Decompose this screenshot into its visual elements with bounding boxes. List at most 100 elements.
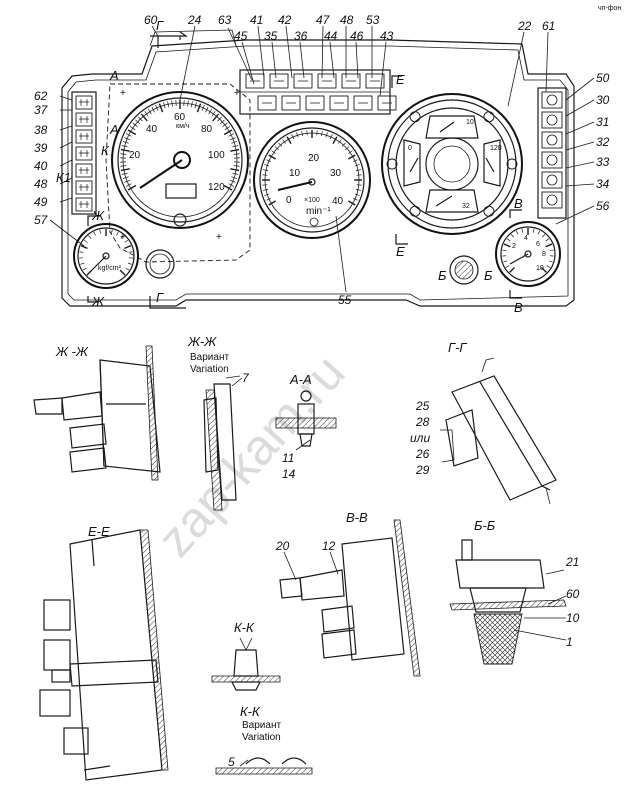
plus-mark: + <box>216 232 222 243</box>
callout-42: 42 <box>278 13 292 27</box>
section-title-e-e: Е-Е <box>88 524 110 539</box>
dial-tick <box>120 168 130 172</box>
lamp-symbol-icon <box>346 80 368 104</box>
combination-gauge: 10 32 120 0 <box>381 93 523 235</box>
dial-tick <box>348 200 356 206</box>
dial-tick <box>120 235 124 239</box>
speedo-hub <box>173 151 191 169</box>
dial-tick <box>356 184 362 186</box>
dial-tick <box>167 101 170 108</box>
callout-22: 22 <box>517 19 532 33</box>
blank-plug <box>145 249 175 279</box>
callout-20: 20 <box>275 539 290 553</box>
section-title-k-k: К-К <box>234 620 255 635</box>
section-k-k-variant <box>215 757 313 775</box>
indicator-lamp-icon <box>386 158 398 170</box>
watermark: zap-kam.ru <box>147 344 356 567</box>
left-lamp-column <box>71 91 97 215</box>
dial-tick <box>205 106 209 113</box>
dial-tick <box>263 169 269 171</box>
callout-62: 62 <box>34 89 48 103</box>
dial-tick <box>121 172 128 175</box>
dial-tick <box>93 231 96 236</box>
trip-reset-knob <box>173 213 187 227</box>
callout-61: 61 <box>542 19 555 33</box>
dial-tick <box>268 154 276 160</box>
dial-tick <box>282 139 286 144</box>
dial-tick <box>546 265 551 268</box>
dial-tick <box>124 137 131 141</box>
dial-tick <box>503 243 511 248</box>
warning-lamp-icon <box>75 197 93 212</box>
lamp-symbol-icon <box>546 114 558 126</box>
dial-tick <box>291 134 295 140</box>
callout-30: 30 <box>596 93 610 107</box>
callout-55: 55 <box>338 293 352 307</box>
odometer-window <box>165 183 197 199</box>
warning-lamp-icon <box>377 95 397 111</box>
mark-v-bottom: В <box>514 300 523 315</box>
dial-tick <box>352 197 358 201</box>
speedo-unit: км/ч <box>176 123 190 130</box>
indicator-lamp-icon <box>409 205 421 217</box>
mark-a-1: А <box>109 68 119 83</box>
dial-tick <box>232 172 239 175</box>
lamp-symbol-icon <box>79 201 89 208</box>
dial-tick <box>521 228 524 233</box>
rpg-tick-6: 6 <box>536 241 540 248</box>
dial-tick <box>263 189 269 191</box>
dial-tick <box>135 119 141 125</box>
section-title-zh-zh-variant: Ж-Ж <box>187 334 217 349</box>
dial-tick <box>233 153 240 155</box>
callout-31: 31 <box>596 115 609 129</box>
dial-tick <box>80 245 88 249</box>
callout-29: 29 <box>415 463 430 477</box>
warning-lamp-icon <box>293 73 313 89</box>
dial-tick <box>352 159 358 163</box>
mark-e-bottom: Е <box>396 244 405 259</box>
tach-tick-10: 10 <box>289 168 301 179</box>
warning-lamp-icon <box>75 95 93 110</box>
dial-tick <box>545 238 550 242</box>
callout-38: 38 <box>34 123 48 137</box>
callout-28: 28 <box>415 415 430 429</box>
section-k-k <box>211 637 281 691</box>
dial-tick <box>127 262 132 265</box>
plus-mark: + <box>234 88 240 99</box>
lamp-symbol-icon <box>370 80 392 104</box>
mark-g-bottom: Г <box>156 290 164 305</box>
section-zh-zh-variant <box>203 375 241 511</box>
dial-tick <box>228 183 235 187</box>
dial-tick <box>155 105 159 111</box>
dial-tick <box>306 130 308 136</box>
lamp-symbol-icon <box>546 154 558 166</box>
lamp-symbol-icon <box>79 99 89 106</box>
dial-tick <box>262 184 268 186</box>
dial-tick <box>268 200 276 206</box>
speedo-tick-20: 20 <box>129 150 141 161</box>
tach-tick-40: 40 <box>332 196 344 207</box>
variant-ru-1: Вариант <box>190 352 229 363</box>
callout-50: 50 <box>596 71 610 85</box>
callout-11: 11 <box>282 451 294 465</box>
dial-tick <box>537 230 541 235</box>
tach-tick-0: 0 <box>286 195 292 206</box>
dial-tick <box>229 179 236 183</box>
rpg-tick-4: 4 <box>524 235 528 242</box>
lamp-symbol-icon <box>79 116 89 123</box>
section-title-a-a: А-А <box>289 372 312 387</box>
warning-lamp-icon <box>353 95 373 111</box>
lamp-symbol-icon <box>79 167 89 174</box>
dial-tick <box>264 193 270 196</box>
dial-tick <box>510 234 514 238</box>
tach-needle <box>277 181 313 191</box>
dial-tick <box>515 230 519 235</box>
indicator-lamp-icon <box>483 111 495 123</box>
lamp-symbol-icon <box>298 80 320 104</box>
dial-tick <box>124 245 132 249</box>
combo-temp-tick: 120 <box>490 145 502 152</box>
dial-tick <box>86 269 93 276</box>
dial-tick <box>509 266 516 273</box>
dial-tick <box>321 131 323 137</box>
section-e-e <box>39 529 169 781</box>
